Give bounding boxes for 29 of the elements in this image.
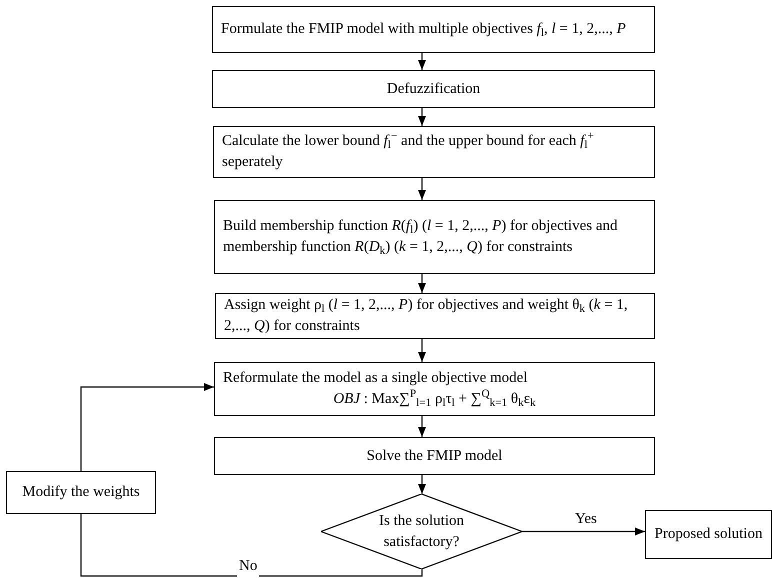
process-text: Assign weight ρ$_{l}$ (l = 1, 2,..., P) for objectives and weight θ$_{k}$ (k = 1, 2,..., Q) for constraints [224, 296, 629, 336]
arrow [522, 528, 645, 536]
process-box [212, 6, 655, 53]
arrow [418, 416, 426, 437]
decision-text: Is the solution satisfactory? [378, 512, 465, 552]
process-box [645, 510, 772, 559]
arrow [418, 53, 426, 70]
process-text: Solve the FMIP model [366, 446, 504, 466]
arrow [418, 339, 426, 362]
process-text: Defuzzification [386, 80, 482, 98]
process-text: Modify the weights [21, 483, 141, 502]
process-box [214, 362, 655, 416]
process-text: Formulate the FMIP model with multiple objectives f$_{l}$, l = 1, 2,..., P [221, 20, 627, 40]
process-box [214, 437, 655, 475]
arrow [418, 178, 426, 200]
process-text: Build membership function R(f$_{l}$) (l = 1, 2,..., P) for objectives and membership function R(D$_{k}$) (k = 1, 2,..., Q) for constraints [223, 217, 618, 258]
arrow [418, 108, 426, 126]
process-box [213, 126, 655, 178]
arrow [418, 475, 426, 494]
arrow [80, 383, 214, 471]
process-text: OBJ : Max∑$^{P}$$_{l=1}$ ρ$_{l}$τ$_{l}$ + ∑$^{Q}$$_{k=1}$ θ$_{k}$ε$_{k}$ [332, 389, 537, 410]
process-text: Reformulate the model as a single objective model [223, 369, 528, 388]
process-box [214, 200, 655, 274]
process-box [6, 471, 156, 514]
arrow [418, 274, 426, 293]
process-box [215, 293, 655, 339]
process-text: Proposed solution [654, 525, 763, 544]
process-box [212, 70, 655, 108]
decision-diamond [321, 494, 522, 569]
